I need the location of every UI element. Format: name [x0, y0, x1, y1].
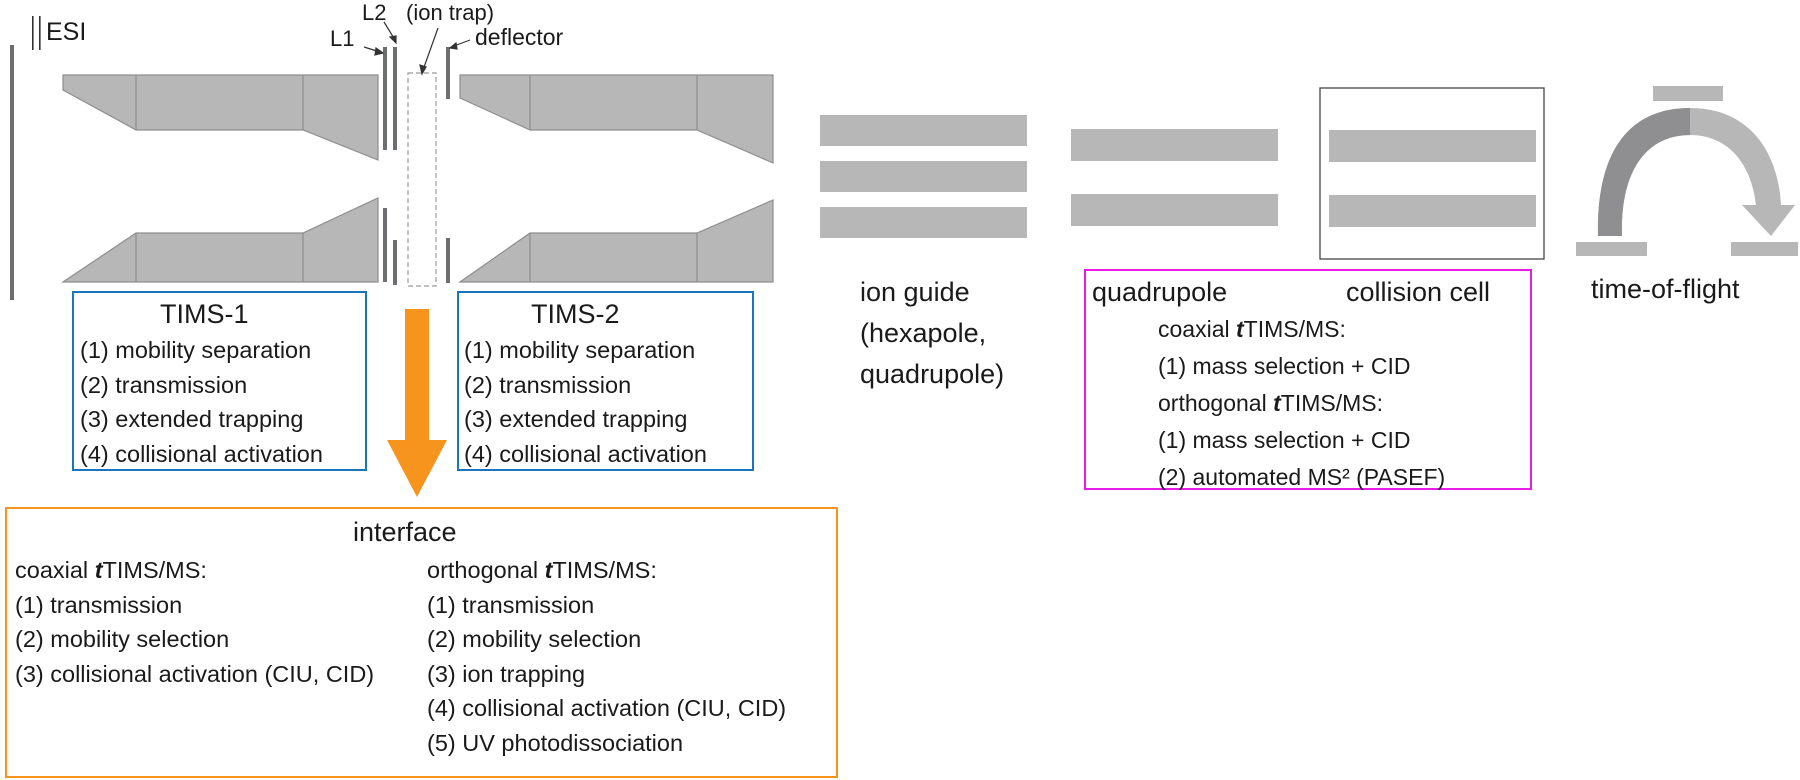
- quadrupole-rods: [1071, 129, 1278, 226]
- list-item: (4) collisional activation (CIU, CID): [427, 695, 787, 721]
- t-letter: t: [1273, 390, 1281, 416]
- list-item: (3) extended trapping: [464, 406, 688, 432]
- tims-2-electrodes: [458, 74, 774, 283]
- list-item: (1) mobility separation: [80, 337, 312, 363]
- list-item: (4) collisional activation: [464, 440, 707, 467]
- list-item: (3) collisional activation (CIU, CID): [15, 660, 375, 687]
- list-item: (2) mobility selection: [427, 626, 642, 652]
- list-item: (1) mass selection + CID: [1158, 353, 1411, 379]
- list-item: (2) automated MS² (PASEF): [1158, 464, 1446, 490]
- interface-orthogonal-list: orthogonal tTIMS/MS: (1) transmission (2…: [427, 553, 786, 760]
- esi-label: ESI: [46, 18, 87, 46]
- esi-mark-2: [39, 16, 41, 50]
- list-item: (3) extended trapping: [80, 406, 304, 432]
- tims-1-box: TIMS-1 (1) mobility separation (2) trans…: [72, 291, 367, 471]
- list-item: (2) transmission: [464, 371, 632, 398]
- lens-l1-upper: [383, 47, 387, 150]
- deflector-lower: [446, 238, 450, 283]
- collision-cell-box: [1319, 87, 1545, 260]
- time-of-flight-analyzer: [1576, 86, 1798, 256]
- esi-mark-1: [32, 16, 34, 50]
- list-item: (1) transmission: [15, 591, 183, 618]
- orthogonal-prefix: orthogonal: [1158, 390, 1274, 416]
- entrance-plate: [10, 45, 14, 300]
- tims-ms-text: TIMS/MS:: [552, 557, 657, 583]
- interface-coaxial-list: coaxial tTIMS/MS: (1) transmission (2) m…: [15, 553, 374, 691]
- list-item: (1) mobility separation: [464, 337, 696, 363]
- l2-label: L2: [362, 0, 387, 25]
- tims-ms-text: TIMS/MS:: [102, 557, 207, 583]
- tims-1-list: (1) mobility separation (2) transmission…: [80, 333, 323, 471]
- list-item: (1) mass selection + CID: [1158, 427, 1411, 453]
- tims-2-title: TIMS-2: [531, 299, 620, 329]
- orthogonal-heading: orthogonal tTIMS/MS:: [427, 553, 786, 588]
- tims-1-lower: [61, 197, 379, 283]
- ion-guide-rods: [820, 115, 1027, 238]
- l1-label: L1: [330, 26, 355, 51]
- coaxial-prefix: coaxial: [15, 557, 95, 583]
- list-item: (2) transmission: [80, 371, 248, 398]
- interface-arrow: [387, 309, 447, 497]
- tims-ms-text: TIMS/MS:: [1243, 316, 1346, 342]
- coaxial-prefix: coaxial: [1158, 316, 1236, 342]
- interface-box: interface coaxial tTIMS/MS: (1) transmis…: [5, 507, 838, 778]
- tims-1-electrodes: [61, 74, 379, 283]
- interface-title: interface: [353, 517, 457, 547]
- tims-2-upper: [459, 74, 774, 164]
- t-letter: t: [544, 557, 553, 583]
- lens-l2-lower: [393, 240, 397, 285]
- tims-ms-text: TIMS/MS:: [1280, 390, 1383, 416]
- list-item: (2) mobility selection: [15, 626, 230, 652]
- leader-lines: [363, 21, 471, 76]
- deflector-upper: [446, 47, 450, 99]
- collision-cell-rods: [1329, 130, 1536, 227]
- lens-l1-lower: [383, 208, 387, 282]
- t-letter: t: [94, 557, 103, 583]
- tims-2-box: TIMS-2 (1) mobility separation (2) trans…: [457, 291, 754, 471]
- ion-trap: [407, 72, 437, 287]
- coaxial-heading: coaxial tTIMS/MS:: [1158, 311, 1445, 348]
- quadrupole-collision-box: quadrupole collision cell coaxial tTIMS/…: [1084, 269, 1532, 490]
- lens-l2-upper: [393, 47, 397, 150]
- tims-1-upper: [62, 74, 379, 161]
- tims-2-lower: [458, 199, 774, 283]
- list-item: (5) UV photodissociation: [427, 729, 684, 756]
- ion-guide-label: ion guide: [860, 277, 970, 307]
- coaxial-heading: coaxial tTIMS/MS:: [15, 553, 374, 588]
- deflector-label: deflector: [475, 24, 564, 50]
- quadrupole-label: quadrupole: [1092, 277, 1228, 307]
- orthogonal-heading: orthogonal tTIMS/MS:: [1158, 385, 1445, 422]
- ion-trap-label: (ion trap): [406, 0, 495, 25]
- quad-modes-list: coaxial tTIMS/MS: (1) mass selection + C…: [1158, 311, 1445, 496]
- list-item: (1) transmission: [427, 591, 595, 618]
- ion-guide-label-2: (hexapole,: [860, 318, 987, 348]
- list-item: (4) collisional activation: [80, 440, 323, 467]
- t-letter: t: [1235, 316, 1244, 342]
- time-of-flight-label: time-of-flight: [1591, 274, 1740, 304]
- ion-guide-label-3: quadrupole): [860, 359, 1005, 389]
- orthogonal-prefix: orthogonal: [427, 557, 545, 583]
- tims-1-title: TIMS-1: [160, 299, 249, 329]
- collision-cell-label: collision cell: [1346, 277, 1491, 307]
- tims-2-list: (1) mobility separation (2) transmission…: [464, 333, 707, 471]
- list-item: (3) ion trapping: [427, 660, 586, 687]
